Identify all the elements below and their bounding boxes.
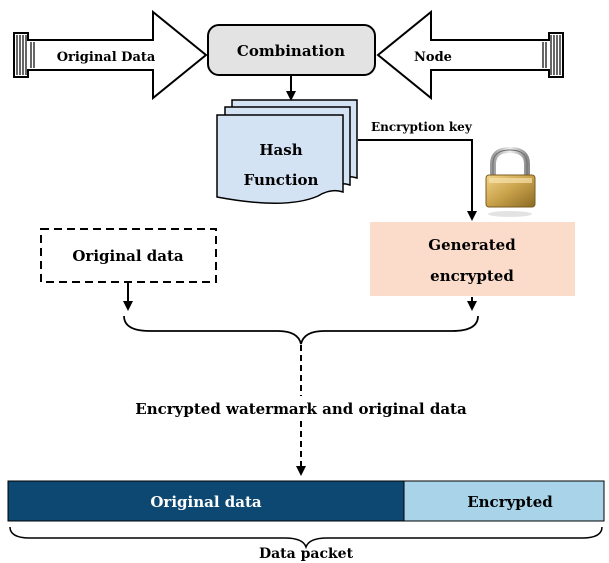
original-data-input-arrow: Original Data: [13, 9, 208, 101]
combination-label: Combination: [237, 42, 345, 60]
packet-brace: [9, 526, 603, 550]
node-input-arrow: Node: [376, 9, 564, 101]
merge-caption: Encrypted watermark and original data: [135, 400, 467, 418]
original-data-box-label: Original data: [72, 247, 184, 265]
encryption-key-label: Encryption key: [371, 120, 473, 134]
data-packet-bar: Original data Encrypted: [7, 480, 605, 522]
packet-original-segment-label: Original data: [150, 493, 262, 511]
generated-label-line2: encrypted: [430, 267, 514, 285]
padlock-icon: [485, 146, 536, 217]
generated-label-line1: Generated: [428, 236, 516, 254]
original-data-input-label: Original Data: [57, 50, 156, 65]
arrow-hash-to-generated: [358, 139, 477, 221]
packet-encrypted-segment-label: Encrypted: [467, 493, 553, 511]
hash-label-line2: Function: [244, 171, 319, 189]
hash-label-line1: Hash: [259, 141, 302, 159]
combination-box: Combination: [207, 24, 376, 76]
merge-brace: [123, 315, 479, 345]
data-packet-caption: Data packet: [259, 546, 354, 562]
generated-encrypted-box: Generated encrypted: [370, 222, 575, 296]
original-data-box: Original data: [40, 228, 217, 283]
hash-function-box: Hash Function: [216, 99, 358, 204]
node-input-label: Node: [414, 50, 452, 65]
